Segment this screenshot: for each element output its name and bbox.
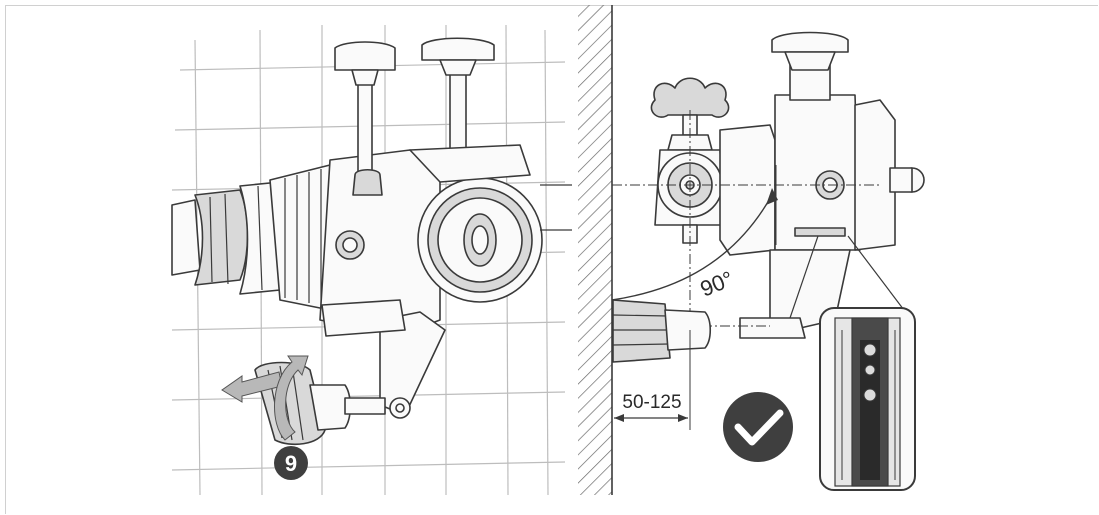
adjustment-knob bbox=[254, 361, 386, 446]
distance-dimension: 50-125 bbox=[614, 330, 691, 430]
adjustment-knob-side-view bbox=[612, 299, 712, 363]
step-number-badge: 9 bbox=[274, 446, 308, 480]
distance-label: 50-125 bbox=[622, 392, 681, 413]
checkmark-circle-icon bbox=[723, 392, 793, 462]
illustration-frame bbox=[5, 5, 1098, 514]
angle-label: 90° bbox=[697, 266, 737, 302]
right-angle-indicator: 90° bbox=[611, 188, 778, 302]
rotate-and-pull-arrow-icon bbox=[221, 355, 309, 441]
hatched-wall bbox=[578, 5, 613, 495]
valve-body-left bbox=[269, 37, 572, 419]
detail-leader-lines bbox=[789, 235, 911, 319]
step-number: 9 bbox=[285, 451, 297, 476]
detail-inset-view bbox=[819, 307, 916, 491]
